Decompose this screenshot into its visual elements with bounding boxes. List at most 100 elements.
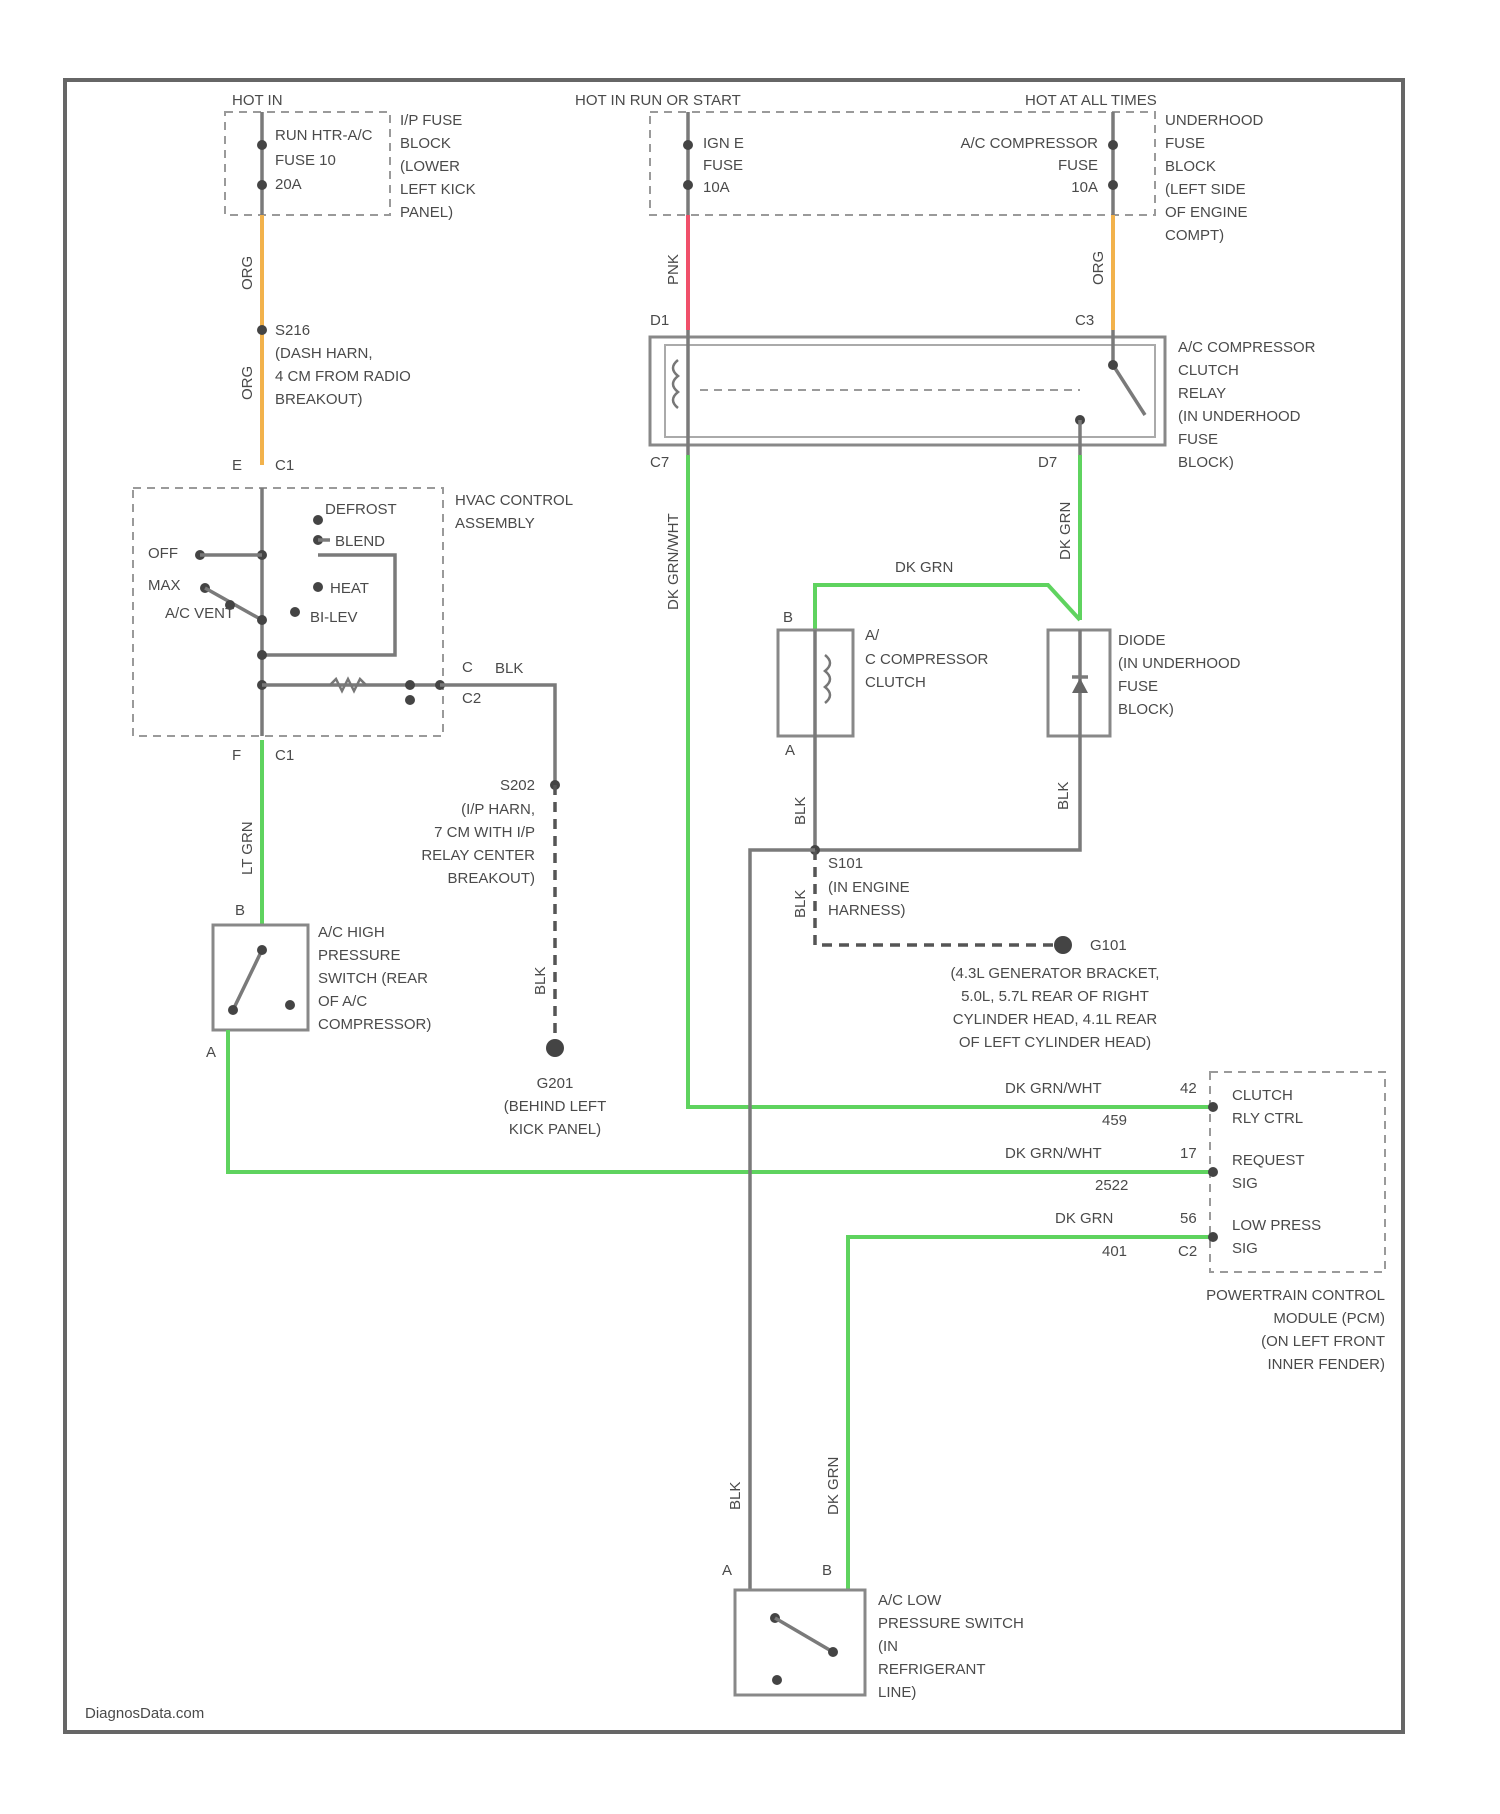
svg-text:(IN UNDERHOOD: (IN UNDERHOOD — [1178, 408, 1301, 425]
dk-grn-low-label: DK GRN — [825, 1457, 842, 1515]
svg-text:(IN: (IN — [878, 1638, 898, 1655]
underhood-fuse-block-label: UNDERHOOD FUSE BLOCK (LEFT SIDE OF ENGIN… — [1165, 112, 1264, 244]
svg-text:7 CM WITH I/P: 7 CM WITH I/P — [434, 824, 535, 841]
svg-text:UNDERHOOD: UNDERHOOD — [1165, 112, 1264, 129]
svg-text:OF A/C: OF A/C — [318, 993, 367, 1010]
hp-switch-body[interactable] — [213, 925, 308, 1030]
pin-b-lp: B — [822, 1562, 832, 1579]
svg-text:A/C HIGH: A/C HIGH — [318, 924, 385, 941]
relay-outline — [650, 337, 1165, 445]
ac-fuse-name: A/C COMPRESSOR — [960, 135, 1098, 152]
svg-text:(DASH HARN,: (DASH HARN, — [275, 345, 373, 362]
svg-text:BLOCK): BLOCK) — [1178, 454, 1234, 471]
svg-text:RELAY: RELAY — [1178, 385, 1226, 402]
svg-text:BREAKOUT): BREAKOUT) — [447, 870, 535, 887]
svg-text:(BEHIND LEFT: (BEHIND LEFT — [504, 1098, 607, 1115]
svg-text:CYLINDER HEAD, 4.1L REAR: CYLINDER HEAD, 4.1L REAR — [953, 1011, 1158, 1028]
svg-text:POWERTRAIN CONTROL: POWERTRAIN CONTROL — [1206, 1287, 1385, 1304]
splice-s101-desc: (IN ENGINE HARNESS) — [828, 879, 910, 919]
svg-text:A/: A/ — [865, 627, 880, 644]
dk-grn-pcm-label: DK GRN — [1055, 1210, 1113, 1227]
pin-c1-bottom: C1 — [275, 747, 294, 764]
svg-text:COMPT): COMPT) — [1165, 227, 1224, 244]
svg-text:CLUTCH: CLUTCH — [1178, 362, 1239, 379]
svg-text:KICK PANEL): KICK PANEL) — [509, 1121, 601, 1138]
svg-text:CLUTCH: CLUTCH — [865, 674, 926, 691]
svg-text:SIG: SIG — [1232, 1175, 1258, 1192]
blk-low-label: BLK — [727, 1482, 744, 1510]
ground-g201 — [546, 1039, 564, 1057]
org-wire-right-label: ORG — [1090, 251, 1107, 285]
blk-comp-label: BLK — [792, 797, 809, 825]
svg-text:(LEFT SIDE: (LEFT SIDE — [1165, 181, 1246, 198]
ground-g201-desc: (BEHIND LEFT KICK PANEL) — [504, 1098, 607, 1138]
svg-text:MODULE (PCM): MODULE (PCM) — [1273, 1310, 1385, 1327]
hot-in-run-or-start-label: HOT IN RUN OR START — [575, 92, 741, 109]
ip-fuse-amperage: 20A — [275, 176, 302, 193]
svg-text:OF LEFT CYLINDER HEAD): OF LEFT CYLINDER HEAD) — [959, 1034, 1151, 1051]
svg-text:BLOCK): BLOCK) — [1118, 701, 1174, 718]
pin-d1: D1 — [650, 312, 669, 329]
hvac-mode-blend: BLEND — [335, 533, 385, 550]
pin-a-lp: A — [722, 1562, 732, 1579]
pin-a-hp: A — [206, 1044, 216, 1061]
svg-text:4 CM FROM RADIO: 4 CM FROM RADIO — [275, 368, 411, 385]
svg-text:LINE): LINE) — [878, 1684, 916, 1701]
pcm-pin-request-label: REQUEST SIG — [1232, 1152, 1305, 1192]
ground-g101-label: G101 — [1090, 937, 1127, 954]
wire-2522: 2522 — [1095, 1177, 1128, 1194]
compressor-clutch-label: A/ C COMPRESSOR CLUTCH — [865, 627, 989, 691]
ign-fuse-name: IGN E — [703, 135, 744, 152]
dk-grn-ab-label: DK GRN — [895, 559, 953, 576]
lt-grn-wire-label: LT GRN — [239, 821, 256, 875]
org-wire-lower-label: ORG — [239, 366, 256, 400]
ac-fuse-word: FUSE — [1058, 157, 1098, 174]
svg-text:FUSE: FUSE — [1165, 135, 1205, 152]
svg-text:PRESSURE: PRESSURE — [318, 947, 401, 964]
hvac-control-label: HVAC CONTROL ASSEMBLY — [455, 492, 573, 532]
splice-s216 — [257, 325, 267, 335]
svg-text:OF ENGINE: OF ENGINE — [1165, 204, 1248, 221]
pcm-pin-lowpress-label: LOW PRESS SIG — [1232, 1217, 1321, 1257]
watermark: DiagnosData.com — [85, 1705, 204, 1722]
dk-grn-wht-relay-wire — [688, 455, 1210, 1107]
hvac-mode-off: OFF — [148, 545, 178, 562]
svg-text:(IN ENGINE: (IN ENGINE — [828, 879, 910, 896]
lp-switch-body[interactable] — [735, 1590, 865, 1695]
pin-b-comp: B — [783, 609, 793, 626]
ac-fuse-amperage: 10A — [1071, 179, 1098, 196]
dk-grn-pcm-wire — [848, 1237, 1210, 1590]
hp-switch-label: A/C HIGH PRESSURE SWITCH (REAR OF A/C CO… — [318, 924, 431, 1033]
blk-low-wire — [750, 850, 815, 1590]
hvac-mode-bi-lev: BI-LEV — [310, 609, 358, 626]
pcm-label: POWERTRAIN CONTROL MODULE (PCM) (ON LEFT… — [1206, 1287, 1385, 1373]
svg-text:5.0L, 5.7L REAR OF RIGHT: 5.0L, 5.7L REAR OF RIGHT — [961, 988, 1149, 1005]
hot-at-all-times-label: HOT AT ALL TIMES — [1025, 92, 1157, 109]
splice-s202-label: S202 — [500, 777, 535, 794]
pin-c7: C7 — [650, 454, 669, 471]
dk-grn-wht-pcm-label: DK GRN/WHT — [1005, 1080, 1102, 1097]
svg-text:(IN UNDERHOOD: (IN UNDERHOOD — [1118, 655, 1241, 672]
splice-s216-desc: (DASH HARN, 4 CM FROM RADIO BREAKOUT) — [275, 345, 411, 408]
svg-text:SIG: SIG — [1232, 1240, 1258, 1257]
svg-text:BREAKOUT): BREAKOUT) — [275, 391, 363, 408]
pin-17: 17 — [1180, 1145, 1197, 1162]
svg-text:(I/P HARN,: (I/P HARN, — [461, 801, 535, 818]
svg-text:DIODE: DIODE — [1118, 632, 1166, 649]
ground-g201-label: G201 — [537, 1075, 574, 1092]
svg-text:A/C LOW: A/C LOW — [878, 1592, 942, 1609]
hvac-mode-heat: HEAT — [330, 580, 369, 597]
svg-text:C COMPRESSOR: C COMPRESSOR — [865, 651, 989, 668]
relay-contact — [1113, 365, 1145, 415]
hvac-mode-max: MAX — [148, 577, 181, 594]
svg-text:A/C COMPRESSOR: A/C COMPRESSOR — [1178, 339, 1316, 356]
splice-s202-desc: (I/P HARN, 7 CM WITH I/P RELAY CENTER BR… — [421, 801, 535, 887]
svg-text:INNER FENDER): INNER FENDER) — [1267, 1356, 1385, 1373]
svg-text:I/P FUSE: I/P FUSE — [400, 112, 462, 129]
relay-label: A/C COMPRESSOR CLUTCH RELAY (IN UNDERHOO… — [1178, 339, 1316, 471]
hvac-mode-defrost: DEFROST — [325, 501, 397, 518]
pin-b-hp: B — [235, 902, 245, 919]
svg-text:FUSE: FUSE — [1118, 678, 1158, 695]
pin-c1-top: C1 — [275, 457, 294, 474]
